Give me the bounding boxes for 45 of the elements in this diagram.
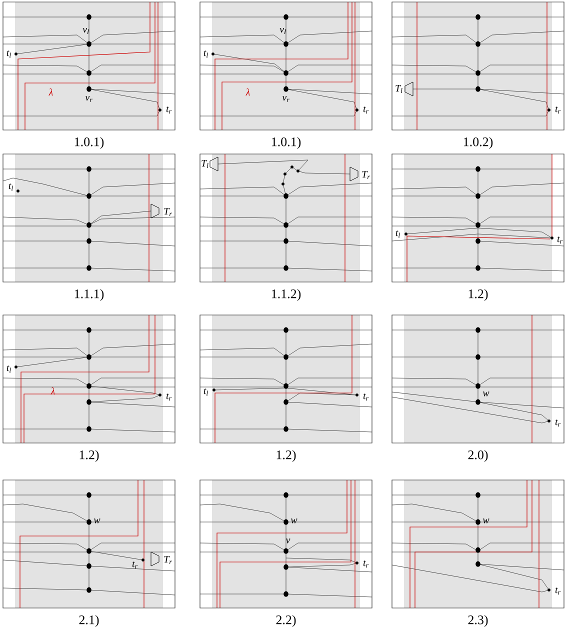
math-label: λ [246,88,250,96]
panel-caption: 1.1.2) [272,289,301,301]
math-label: t$_{l}$ [6,365,11,373]
math-label: w [94,518,100,524]
math-label: T$_{r}$ [164,556,172,564]
math-label: t$_{l}$ [204,50,208,58]
math-label: t$_{r}$ [555,587,561,595]
panel-caption: 1.0.1) [74,137,104,149]
math-label: t$_{r}$ [363,106,369,114]
math-label: t$_{l}$ [6,50,11,58]
math-label: t$_{r}$ [555,419,561,427]
math-label: λ [48,88,53,96]
math-label: T$_{l}$ [396,84,402,94]
math-label: t$_{l}$ [8,183,13,191]
panel-caption: 2.0) [468,450,488,462]
panel-caption: 1.2) [468,289,488,301]
math-label: w [290,518,298,524]
math-label: T$_{r}$ [362,170,370,180]
math-label: w [482,518,490,524]
math-label: t$_{l}$ [204,388,208,396]
math-label: t$_{r}$ [132,561,138,569]
math-label: t$_{r}$ [363,560,369,568]
math-label: w [482,392,490,396]
panel-caption: 1.0.1) [272,137,301,149]
math-label: t$_{l}$ [396,230,400,238]
math-label: t$_{r}$ [166,106,172,114]
math-label: t$_{r}$ [557,236,563,244]
panel-caption: 1.0.2) [464,137,493,149]
math-label: T$_{r}$ [164,208,172,216]
panel-caption: 1.1.1) [74,289,104,301]
math-label: v$_{r}$ [282,96,290,102]
math-label: v$_{l}$ [82,28,89,34]
panel-caption: 1.2) [80,450,99,462]
math-label: t$_{r}$ [555,106,561,114]
math-label: λ [50,387,55,395]
panel-caption: 1.2) [276,450,296,462]
panel-caption: 2.1) [79,615,99,627]
panel-caption: 2.2) [276,615,296,627]
math-label: v$_{r}$ [85,96,92,102]
math-label: T$_{l}$ [202,160,208,168]
math-label: v$_{l}$ [280,28,286,34]
math-label: t$_{r}$ [363,393,369,401]
panel-caption: 2.3) [468,615,488,627]
math-label: t$_{r}$ [166,393,172,401]
math-label: v [286,538,290,544]
